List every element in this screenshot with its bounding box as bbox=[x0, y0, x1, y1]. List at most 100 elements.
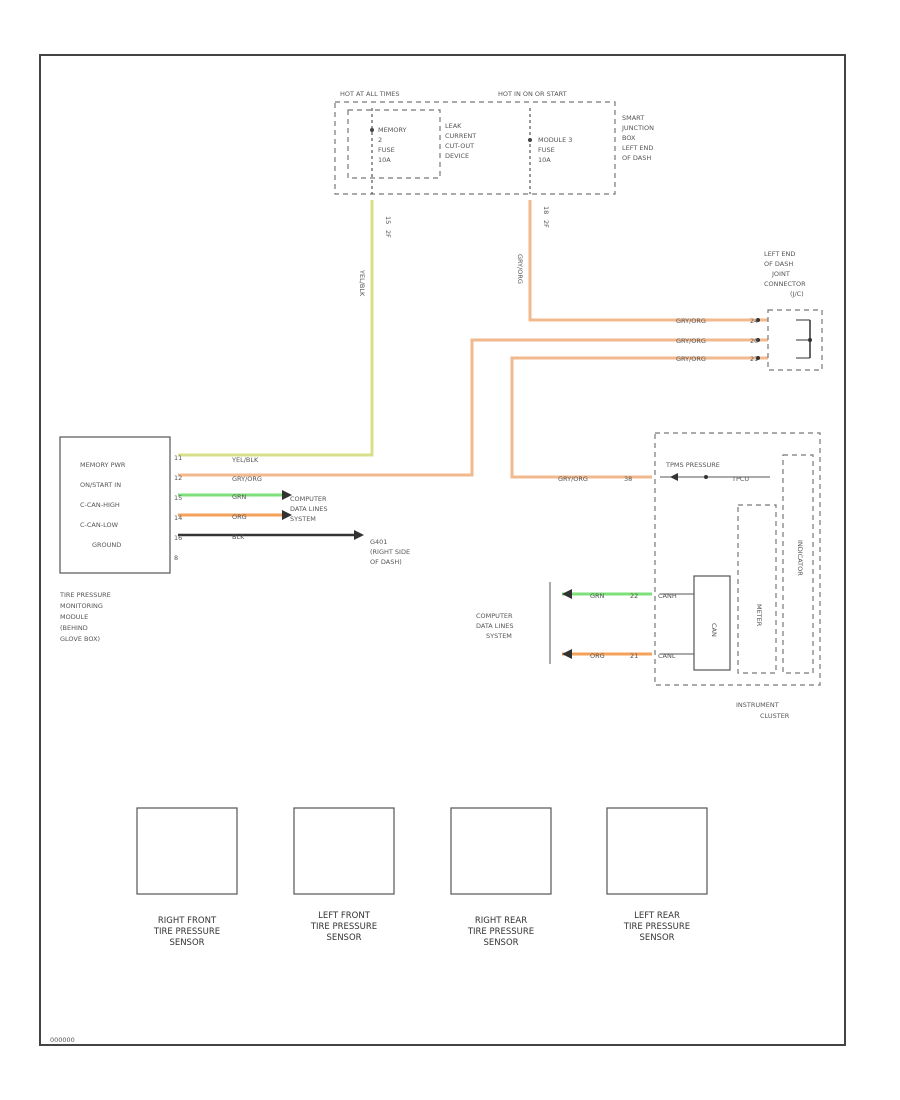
svg-text:CLUSTER: CLUSTER bbox=[760, 712, 790, 720]
svg-text:TIRE PRESSURE: TIRE PRESSURE bbox=[623, 922, 690, 932]
svg-text:SENSOR: SENSOR bbox=[639, 933, 674, 943]
svg-text:JUNCTION: JUNCTION bbox=[621, 124, 654, 132]
svg-text:SENSOR: SENSOR bbox=[169, 938, 204, 948]
joint-connector: 24 20 21 LEFT END OF DASH JOINT CONNECTO… bbox=[750, 250, 823, 371]
module-pin-11: 11 bbox=[174, 454, 182, 462]
computer-data-lines-left: COMPUTER DATA LINES SYSTEM bbox=[476, 582, 551, 664]
cluster-can-block: CAN bbox=[710, 623, 718, 637]
svg-text:FUSE: FUSE bbox=[378, 146, 395, 154]
svg-text:DATA LINES: DATA LINES bbox=[290, 505, 327, 513]
svg-text:SENSOR: SENSOR bbox=[326, 933, 361, 943]
module-pin-14: 14 bbox=[174, 514, 182, 522]
svg-text:SYSTEM: SYSTEM bbox=[486, 632, 512, 640]
svg-text:(RIGHT SIDE: (RIGHT SIDE bbox=[370, 548, 410, 556]
junction-box-location-label: SMART JUNCTION BOX LEFT END OF DASH bbox=[621, 114, 654, 162]
svg-text:FUSE: FUSE bbox=[538, 146, 555, 154]
svg-text:TIRE PRESSURE: TIRE PRESSURE bbox=[153, 927, 220, 937]
svg-text:G401: G401 bbox=[370, 538, 387, 546]
joint-connector-label: LEFT END OF DASH JOINT CONNECTOR (J/C) bbox=[764, 250, 806, 298]
cluster-canh: CANH bbox=[658, 592, 677, 600]
label-blk-module: BLK bbox=[232, 533, 245, 541]
svg-text:CUT-OUT: CUT-OUT bbox=[445, 142, 474, 150]
figure-id: 000000 bbox=[50, 1036, 75, 1044]
joint-pin-20: 20 bbox=[750, 337, 758, 345]
svg-text:COMPUTER: COMPUTER bbox=[290, 495, 327, 503]
svg-text:2: 2 bbox=[378, 136, 382, 144]
svg-text:COMPUTER: COMPUTER bbox=[476, 612, 513, 620]
cluster-pin-in: 38 bbox=[624, 475, 632, 483]
svg-text:MEMORY: MEMORY bbox=[378, 126, 407, 134]
arrow-cluster-can-low bbox=[562, 649, 572, 659]
smart-junction-box: HOT AT ALL TIMES HOT IN ON OR START MEMO… bbox=[334, 90, 654, 238]
svg-text:CONNECTOR: CONNECTOR bbox=[764, 280, 806, 288]
sensor-left-rear: LEFT REAR TIRE PRESSURE SENSOR bbox=[606, 807, 708, 943]
label-grn-module: GRN bbox=[232, 493, 247, 501]
hot-in-on-label: HOT IN ON OR START bbox=[498, 90, 567, 98]
cluster-indicator-label: INDICATOR bbox=[796, 540, 804, 576]
svg-text:TIRE PRESSURE: TIRE PRESSURE bbox=[59, 591, 111, 599]
wire-gry-org-module bbox=[178, 338, 768, 477]
svg-text:SENSOR: SENSOR bbox=[483, 938, 518, 948]
wires bbox=[178, 200, 770, 656]
svg-text:RIGHT FRONT: RIGHT FRONT bbox=[158, 916, 217, 926]
label-gry-org-20: GRY/ORG bbox=[676, 337, 706, 345]
svg-text:JOINT: JOINT bbox=[771, 270, 790, 278]
memory-fuse-label: MEMORY 2 FUSE 10A bbox=[378, 126, 407, 164]
wire-labels: YEL/BLK GRY/ORG GRY/ORG GRY/ORG GRY/ORG … bbox=[231, 254, 706, 660]
svg-text:MODULE: MODULE bbox=[60, 613, 88, 621]
computer-data-lines-right: COMPUTER DATA LINES SYSTEM bbox=[290, 495, 327, 523]
svg-text:OF DASH: OF DASH bbox=[764, 260, 793, 268]
fuse-pin-right: 18 bbox=[542, 206, 550, 214]
module-row-ground: GROUND bbox=[92, 541, 121, 549]
label-yel-blk-module: YEL/BLK bbox=[231, 456, 259, 464]
joint-pin-24: 24 bbox=[750, 317, 758, 325]
svg-text:(J/C): (J/C) bbox=[790, 290, 804, 298]
instrument-cluster-label: INSTRUMENT CLUSTER bbox=[736, 701, 790, 720]
cluster-canl: CANL bbox=[658, 652, 676, 660]
module-fuse-label: MODULE 3 FUSE 10A bbox=[538, 136, 572, 164]
hot-at-all-times-label: HOT AT ALL TIMES bbox=[340, 90, 400, 98]
svg-text:BOX: BOX bbox=[622, 134, 636, 142]
svg-text:LEFT END: LEFT END bbox=[622, 144, 653, 152]
svg-text:RIGHT REAR: RIGHT REAR bbox=[475, 916, 527, 926]
arrow-can-high bbox=[282, 490, 292, 500]
instrument-cluster: TPMS PRESSURE TPCU 38 22 21 CANH CANL CA… bbox=[624, 432, 821, 720]
module-row-can-high: C-CAN-HIGH bbox=[80, 501, 120, 509]
arrow-tpms-signal bbox=[670, 473, 678, 481]
label-gry-org-21: GRY/ORG bbox=[676, 355, 706, 363]
svg-text:TIRE PRESSURE: TIRE PRESSURE bbox=[467, 927, 534, 937]
diagram-frame bbox=[39, 54, 846, 1046]
arrow-ground bbox=[354, 530, 364, 540]
wire-yel-blk bbox=[178, 200, 374, 457]
sensor-right-rear: RIGHT REAR TIRE PRESSURE SENSOR bbox=[450, 807, 552, 948]
svg-text:LEAK: LEAK bbox=[445, 122, 462, 130]
svg-text:10A: 10A bbox=[538, 156, 551, 164]
module-row-can-low: C-CAN-LOW bbox=[80, 521, 119, 529]
label-grn-cluster: GRN bbox=[590, 592, 605, 600]
label-gry-org-24: GRY/ORG bbox=[676, 317, 706, 325]
module-pin-16: 16 bbox=[174, 534, 182, 542]
tpms-module: MEMORY PWR ON/START IN C-CAN-HIGH C-CAN-… bbox=[59, 436, 182, 643]
svg-text:SMART: SMART bbox=[622, 114, 644, 122]
svg-text:LEFT FRONT: LEFT FRONT bbox=[318, 911, 371, 921]
svg-text:SYSTEM: SYSTEM bbox=[290, 515, 316, 523]
svg-text:10A: 10A bbox=[378, 156, 391, 164]
cluster-can-pin-21: 21 bbox=[630, 652, 638, 660]
svg-text:CURRENT: CURRENT bbox=[445, 132, 476, 140]
ground-g401-label: G401 (RIGHT SIDE OF DASH) bbox=[370, 538, 410, 566]
label-yel-blk-vertical: YEL/BLK bbox=[358, 269, 366, 297]
module-pin-12: 12 bbox=[174, 474, 182, 482]
svg-text:MONITORING: MONITORING bbox=[60, 602, 103, 610]
svg-text:LEFT END: LEFT END bbox=[764, 250, 795, 258]
svg-text:OF DASH: OF DASH bbox=[622, 154, 651, 162]
module-row-on-start: ON/START IN bbox=[80, 481, 121, 489]
arrow-cluster-can-high bbox=[562, 589, 572, 599]
cluster-signal-sub: TPCU bbox=[731, 475, 749, 483]
wire-terminals bbox=[282, 318, 760, 659]
svg-text:OF DASH): OF DASH) bbox=[370, 558, 402, 566]
fuse-connector-right: 2F bbox=[542, 220, 550, 228]
svg-text:DEVICE: DEVICE bbox=[445, 152, 469, 160]
svg-text:INSTRUMENT: INSTRUMENT bbox=[736, 701, 779, 709]
svg-text:GLOVE BOX): GLOVE BOX) bbox=[60, 635, 100, 643]
sensor-left-front: LEFT FRONT TIRE PRESSURE SENSOR bbox=[293, 807, 395, 943]
